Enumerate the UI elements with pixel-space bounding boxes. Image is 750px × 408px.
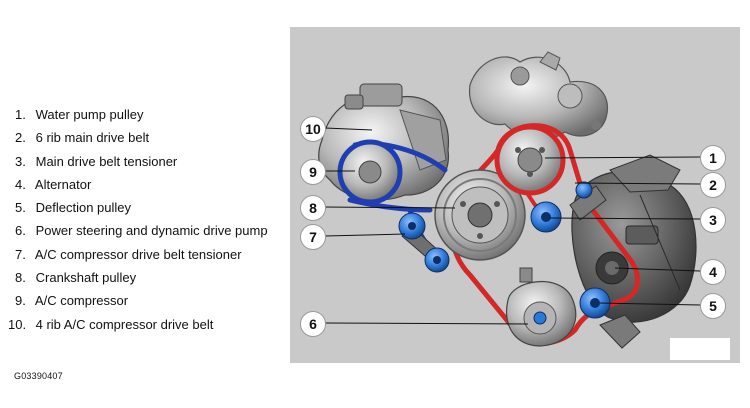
callout-7: 7 xyxy=(300,224,326,250)
ac-compressor-pulley xyxy=(337,139,403,205)
legend-label: A/C compressor drive belt tensioner xyxy=(34,246,242,262)
legend-item-6: 6. Power steering and dynamic drive pump xyxy=(15,219,268,242)
callout-10: 10 xyxy=(300,116,326,142)
legend-item-8: 8. Crankshaft pulley xyxy=(15,266,268,289)
callout-4: 4 xyxy=(700,259,726,285)
legend-label: Alternator xyxy=(34,176,92,192)
legend-label: Water pump pulley xyxy=(35,107,144,122)
main-belt-tensioner xyxy=(530,181,607,233)
component-legend: 1. Water pump pulley 2. 6 rib main drive… xyxy=(8,103,268,336)
legend-item-5: 5. Deflection pulley xyxy=(15,196,268,219)
legend-number: 8. xyxy=(15,270,26,286)
legend-item-9: 9. A/C compressor xyxy=(15,289,268,312)
figure-id: G03390407 xyxy=(14,371,63,381)
legend-label: A/C compressor xyxy=(34,293,129,309)
legend-item-3: 3. Main drive belt tensioner xyxy=(15,150,268,173)
legend-number: 2. xyxy=(15,130,26,146)
legend-item-7: 7. A/C compressor drive belt tensioner xyxy=(15,243,268,266)
ac-belt-tensioner xyxy=(398,212,450,273)
alternator-body xyxy=(571,154,697,349)
deflection-pulley xyxy=(579,287,611,319)
crankshaft-pulley xyxy=(434,169,526,261)
legend-label: Power steering and dynamic drive pump xyxy=(35,223,268,239)
legend-number: 1. xyxy=(15,107,26,122)
legend-number: 4. xyxy=(15,176,26,192)
callout-6: 6 xyxy=(300,311,326,337)
legend-label: Crankshaft pulley xyxy=(35,270,137,286)
callout-5: 5 xyxy=(700,293,726,319)
panel-corner-tab xyxy=(670,338,730,360)
callout-9: 9 xyxy=(300,159,326,185)
legend-item-1: 1. Water pump pulley xyxy=(15,103,268,126)
legend-label: 4 rib A/C compressor drive belt xyxy=(35,316,214,332)
legend-number: 3. xyxy=(15,153,26,169)
callout-2: 2 xyxy=(700,172,726,198)
water-pump-pulley xyxy=(494,124,566,196)
legend-item-4: 4. Alternator xyxy=(15,173,268,196)
legend-label: Main drive belt tensioner xyxy=(35,153,178,169)
legend-number: 6. xyxy=(15,223,26,239)
legend-item-2: 2. 6 rib main drive belt xyxy=(15,126,268,149)
legend-number: 5. xyxy=(15,200,26,216)
legend-label: 6 rib main drive belt xyxy=(35,130,150,146)
water-pump-housing xyxy=(468,51,608,140)
callout-leaders xyxy=(324,127,701,325)
legend-number: 10. xyxy=(8,316,27,332)
legend-number: 7. xyxy=(15,246,26,262)
callout-3: 3 xyxy=(700,207,726,233)
callout-8: 8 xyxy=(300,195,326,221)
legend-item-10: 10. 4 rib A/C compressor drive belt xyxy=(8,313,268,336)
legend-label: Deflection pulley xyxy=(35,200,132,216)
callout-1: 1 xyxy=(700,145,726,171)
power-steering-pump xyxy=(506,267,577,347)
legend-number: 9. xyxy=(15,293,26,309)
